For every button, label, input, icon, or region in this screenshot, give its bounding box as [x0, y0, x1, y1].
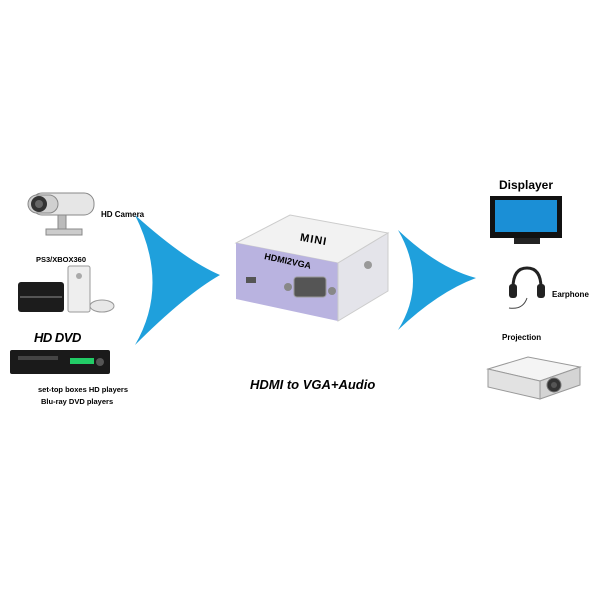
dvd-player-icon [10, 350, 110, 374]
camera-icon [27, 192, 95, 236]
projection-label: Projection [502, 333, 542, 342]
hd-camera-label: HD Camera [101, 210, 145, 219]
input-arrow-icon [135, 215, 220, 345]
monitor-icon [490, 196, 562, 244]
diagram-caption: HDMI to VGA+Audio [250, 377, 376, 392]
player-label-2: Blu-ray DVD players [41, 397, 114, 406]
output-arrow-icon [398, 230, 476, 330]
hd-dvd-logo: HD DVD [34, 330, 81, 345]
earphone-label: Earphone [552, 290, 589, 299]
game-console-icon [18, 265, 115, 313]
player-label-1: set-top boxes HD players [38, 385, 129, 394]
displayer-label: Displayer [499, 178, 554, 192]
console-label: PS3/XBOX360 [36, 255, 87, 264]
converter-device-icon [234, 214, 390, 322]
projector-icon [486, 356, 582, 400]
earphone-icon [508, 266, 545, 309]
